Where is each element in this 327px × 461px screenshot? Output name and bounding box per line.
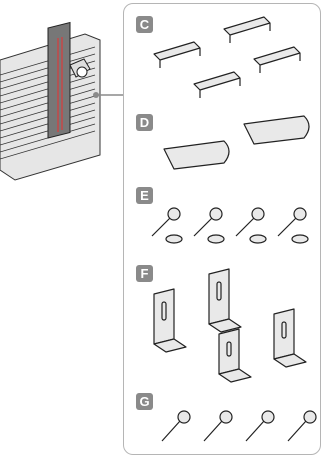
section-d: D — [124, 104, 322, 174]
section-g: G — [124, 389, 322, 454]
section-c: C — [124, 4, 322, 104]
screw-with-washer-parts — [124, 179, 322, 249]
screw-parts — [124, 389, 322, 454]
section-e: E — [124, 179, 322, 249]
section-f: F — [124, 259, 322, 379]
mounting-bracket-parts — [124, 259, 322, 379]
parts-panel: C D E — [123, 3, 321, 455]
end-cap-parts — [124, 104, 322, 174]
cover-clip-parts — [124, 4, 322, 104]
